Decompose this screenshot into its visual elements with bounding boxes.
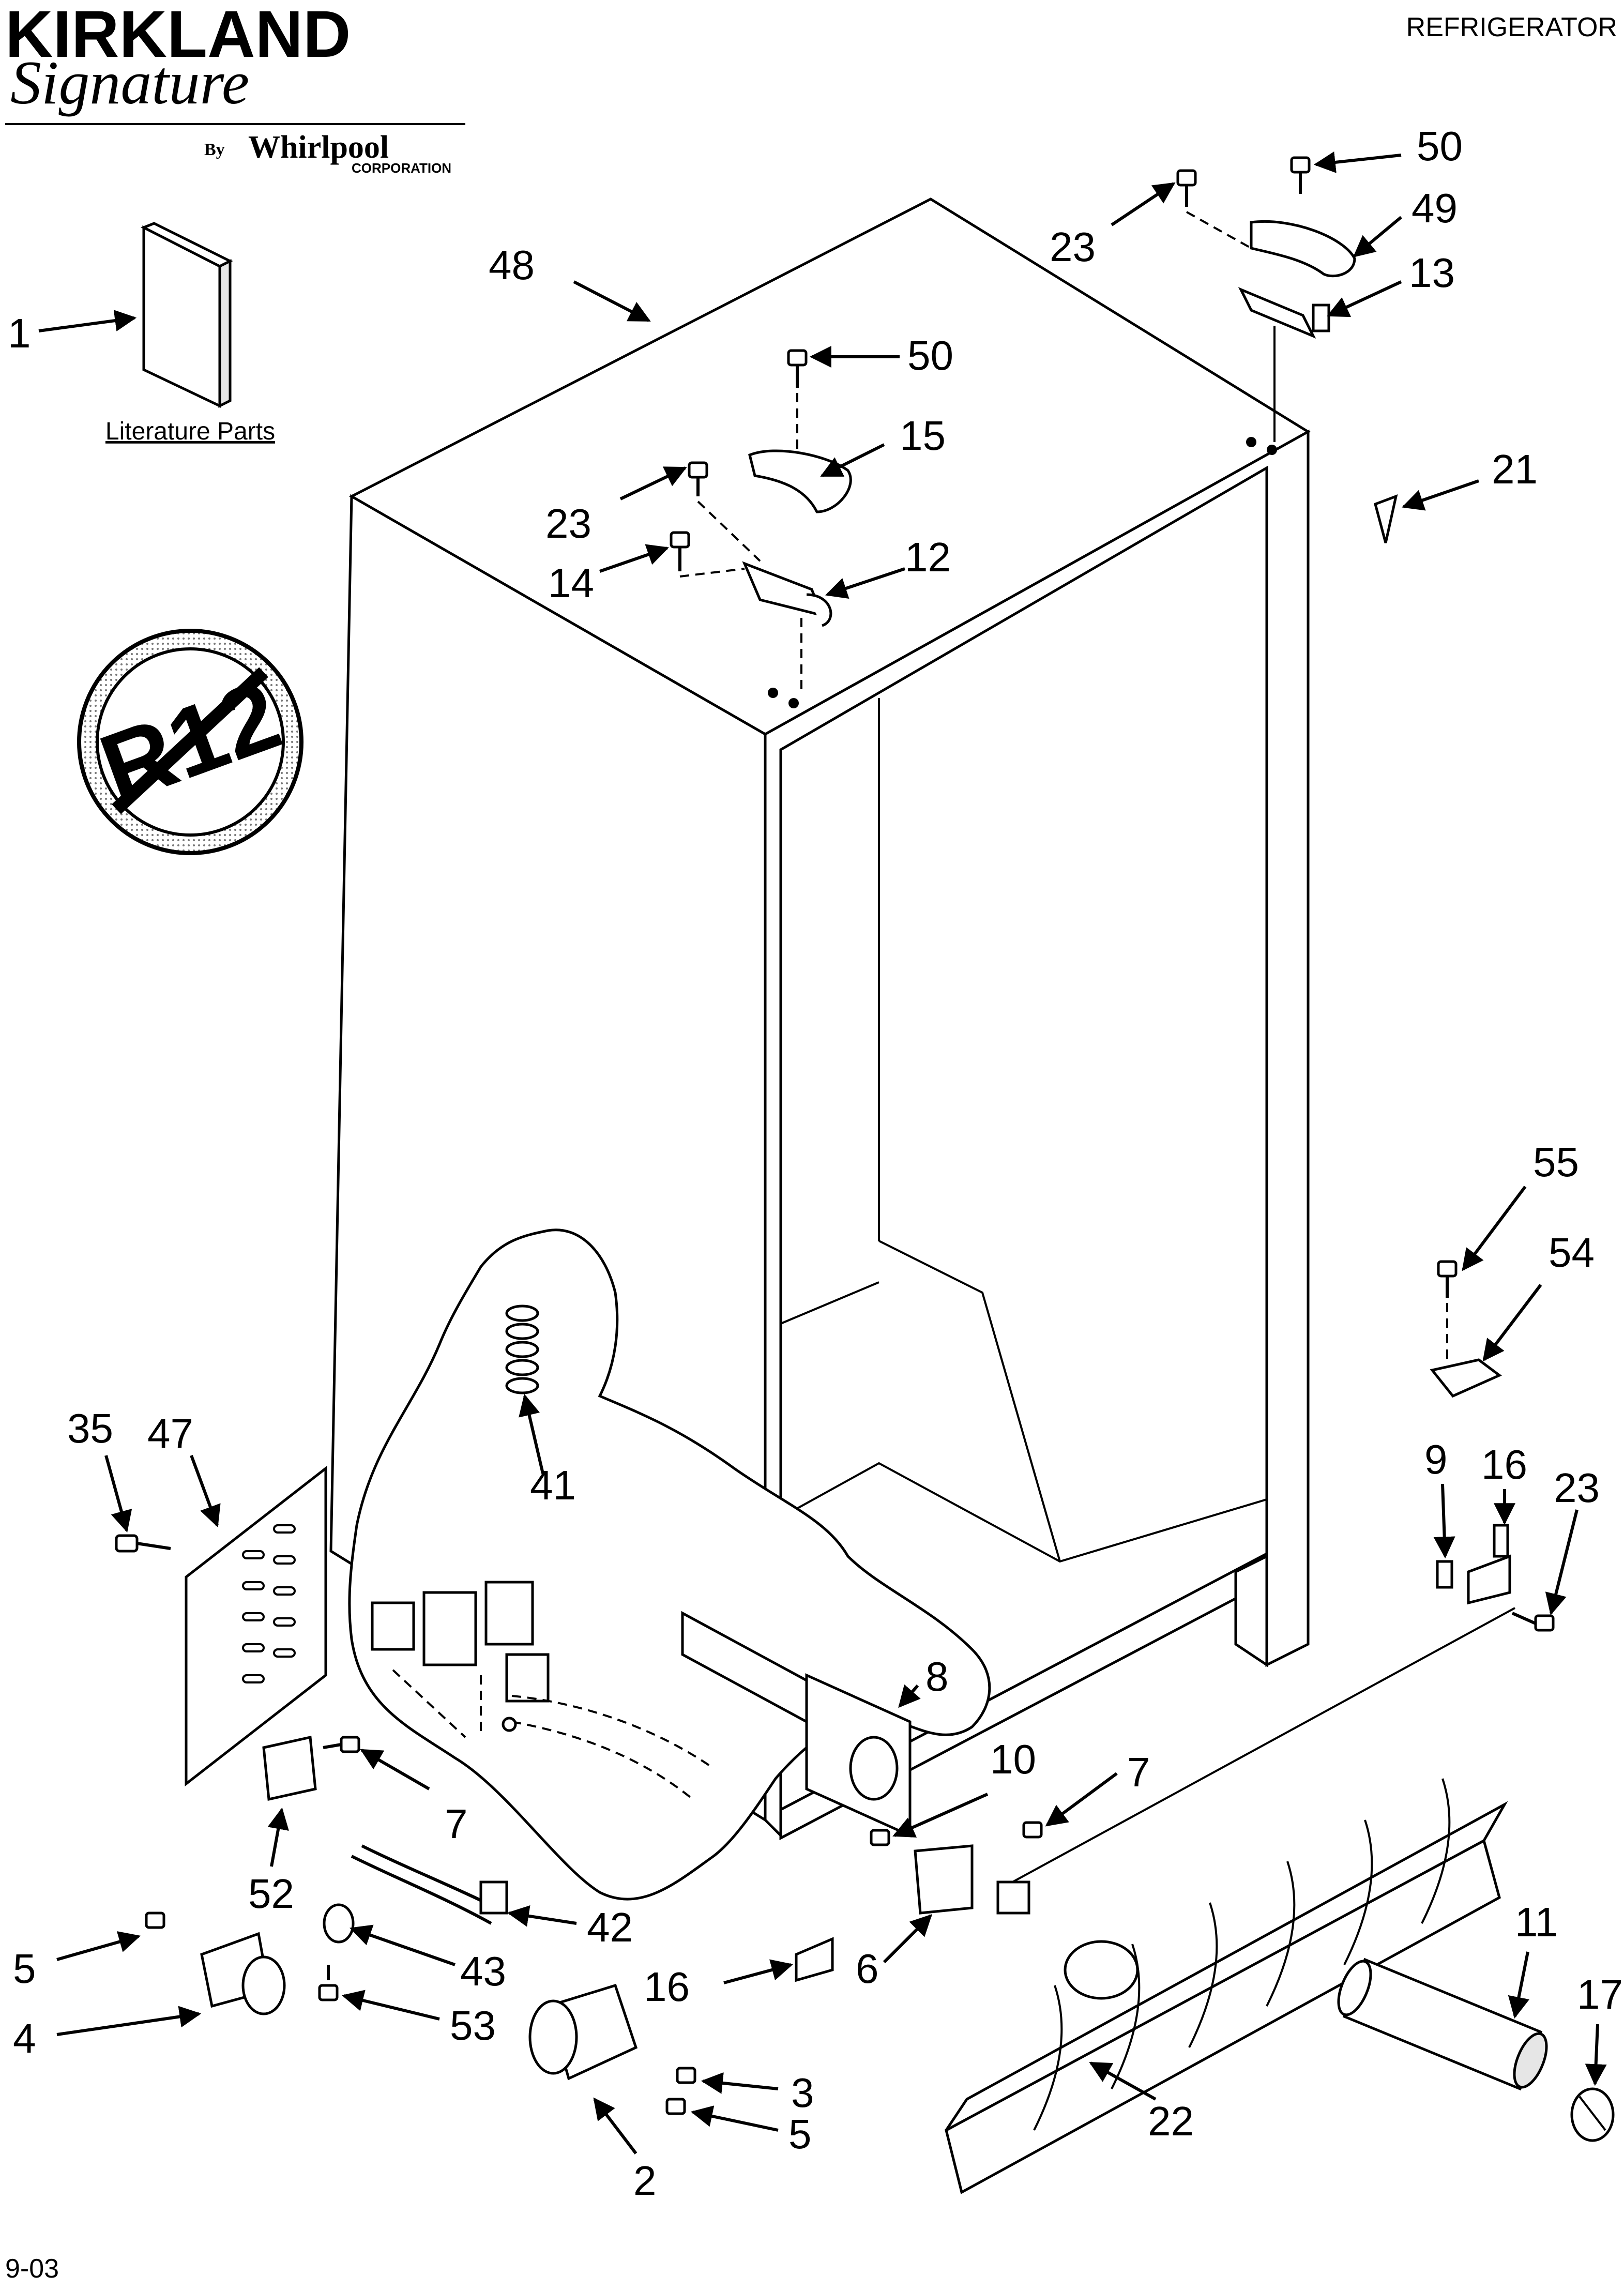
callout-1: 1: [8, 310, 31, 356]
callout-8: 8: [925, 1653, 949, 1700]
callout-7: 7: [1127, 1749, 1150, 1795]
screw-7a: [1022, 1821, 1043, 1839]
callout-48: 48: [489, 242, 535, 288]
screw-23a: [688, 461, 708, 496]
rear-grille-47: [185, 1465, 327, 1787]
callout-5: 5: [13, 1946, 36, 1992]
hinge-49: [1250, 220, 1356, 278]
callout-50: 50: [907, 332, 953, 378]
screw-23b: [1176, 169, 1197, 207]
screw-3: [676, 2067, 696, 2084]
callout-14: 14: [548, 560, 594, 606]
callout-55: 55: [1533, 1139, 1579, 1185]
callout-43: 43: [460, 1948, 506, 1994]
tube-42: [351, 1844, 508, 1925]
brand-script: Signature: [10, 48, 249, 117]
callout-labels: 1 48 50 15 23 14 12 50 49 23 13 21 55 54…: [8, 123, 1623, 2204]
screw-23c: [1511, 1612, 1555, 1632]
callout-47: 47: [147, 1410, 193, 1456]
no-r12-symbol: R12: [77, 629, 303, 855]
callout-42: 42: [587, 1904, 633, 1950]
callout-3: 3: [791, 2070, 814, 2116]
callout-53: 53: [450, 2002, 496, 2049]
hinge-13: [1238, 287, 1330, 339]
callout-4: 4: [13, 2015, 36, 2061]
callout-2: 2: [633, 2158, 657, 2204]
leader-arrows: [38, 151, 1607, 2155]
callout-7: 7: [445, 1801, 468, 1847]
bracket-16a: [1467, 1524, 1511, 1605]
filter-cap-17: [1570, 2087, 1615, 2142]
clip-21: [1374, 494, 1398, 543]
water-filter-11: [1337, 1958, 1548, 2091]
callout-35: 35: [67, 1405, 113, 1451]
control-components: [371, 1581, 550, 1738]
bracket-54: [1430, 1358, 1502, 1398]
screw-7b: [323, 1736, 360, 1753]
literature-book: [140, 222, 233, 408]
callout-52: 52: [248, 1871, 294, 1917]
maker-sub: CORPORATION: [352, 160, 451, 176]
screw-10: [870, 1829, 890, 1846]
screw-53: [318, 1965, 339, 2001]
callout-16: 16: [1481, 1442, 1527, 1488]
bracket-6: [914, 1844, 974, 1915]
roller-2: [528, 1983, 638, 2081]
toe-grille-22: [945, 1607, 1515, 2194]
category-title: REFRIGERATOR: [1406, 12, 1617, 42]
screw-50b: [1290, 156, 1311, 194]
callout-10: 10: [990, 1736, 1036, 1782]
hinge-12: [742, 561, 832, 627]
screw-14: [670, 531, 690, 571]
screw-5b: [665, 2098, 686, 2115]
screw-50a: [787, 349, 808, 388]
brand-name: KIRKLAND: [5, 0, 351, 71]
callout-11: 11: [1515, 1899, 1558, 1945]
callout-54: 54: [1549, 1230, 1595, 1276]
date-code: 9-03: [5, 2254, 59, 2284]
screw-35: [115, 1534, 171, 1553]
screw-55: [1437, 1260, 1458, 1298]
clip-9: [1436, 1560, 1453, 1589]
clip-52: [262, 1735, 317, 1801]
bracket-16b: [795, 1937, 834, 1982]
header-logo: KIRKLAND Signature By Whirlpool CORPORAT…: [5, 0, 465, 176]
callout-13: 13: [1409, 250, 1455, 296]
callout-23: 23: [545, 500, 591, 547]
literature-label: Literature Parts: [105, 418, 275, 445]
callout-15: 15: [900, 413, 946, 459]
clamp-43: [323, 1903, 355, 1944]
callout-9: 9: [1424, 1436, 1448, 1482]
callout-23: 23: [1554, 1465, 1600, 1511]
callout-41: 41: [530, 1462, 576, 1508]
callout-49: 49: [1411, 185, 1458, 231]
callout-5: 5: [788, 2111, 812, 2157]
machine-compartment-cutaway: [348, 1228, 991, 1901]
duct-8: [681, 1611, 912, 1838]
coil-41: [505, 1304, 539, 1394]
callout-16: 16: [644, 1964, 690, 2010]
callout-50: 50: [1417, 123, 1463, 169]
by-text: By: [204, 140, 225, 159]
screw-5a: [145, 1911, 165, 1929]
maker-name: Whirlpool: [248, 130, 389, 165]
callout-21: 21: [1492, 446, 1538, 492]
callout-12: 12: [905, 534, 951, 580]
callout-6: 6: [856, 1946, 879, 1992]
callout-17: 17: [1577, 1971, 1623, 2017]
roller-4: [200, 1932, 286, 2015]
callout-22: 22: [1148, 2098, 1194, 2144]
callout-23: 23: [1050, 224, 1096, 270]
